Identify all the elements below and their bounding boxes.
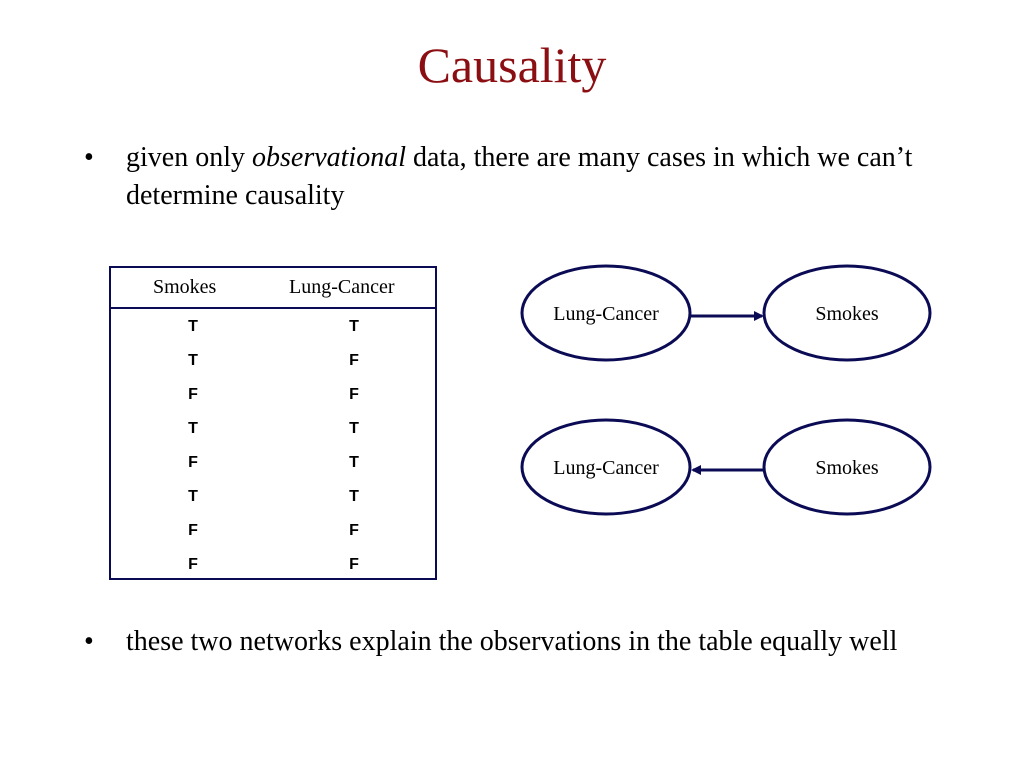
bullet-dot: • (84, 626, 94, 657)
cell-smokes: T (188, 318, 198, 335)
node-label-smokes-2: Smokes (815, 457, 879, 479)
cell-lung-cancer: F (349, 522, 359, 539)
cell-smokes: F (188, 556, 198, 573)
node-smokes-1 (762, 264, 932, 362)
cell-smokes: T (188, 488, 198, 505)
network-1: Lung-Cancer Smokes (520, 264, 932, 362)
cell-lung-cancer: T (349, 318, 359, 335)
cell-lung-cancer: T (349, 420, 359, 437)
bullet-networks: • these two networks explain the observa… (84, 623, 914, 661)
cell-lung-cancer: T (349, 488, 359, 505)
header-lung-cancer: Lung-Cancer (289, 276, 395, 298)
node-label-lung-cancer-2: Lung-Cancer (553, 457, 659, 479)
cell-lung-cancer: F (349, 352, 359, 369)
node-lung-cancer-1 (520, 264, 692, 362)
slide-title: Causality (417, 37, 607, 93)
node-lung-cancer-2 (520, 418, 692, 516)
cell-lung-cancer: T (349, 454, 359, 471)
bullet-dot: • (84, 142, 94, 173)
cell-lung-cancer: F (349, 386, 359, 403)
cell-smokes: F (188, 522, 198, 539)
cell-lung-cancer: F (349, 556, 359, 573)
bullet-text: these two networks explain the observati… (126, 626, 898, 657)
cell-smokes: F (188, 386, 198, 403)
cell-smokes: F (188, 454, 198, 471)
node-label-smokes-1: Smokes (815, 303, 879, 325)
cell-smokes: T (188, 420, 198, 437)
cell-smokes: T (188, 352, 198, 369)
network-2: Lung-Cancer Smokes (520, 418, 932, 516)
bullet-observational: • given only observational data, there a… (84, 139, 914, 215)
bullet-text-italic: observational (252, 142, 406, 173)
node-label-lung-cancer-1: Lung-Cancer (553, 303, 659, 325)
bullet-text-before: given only (126, 142, 252, 173)
bullet-text-after: data, there are many cases in which we c… (126, 142, 913, 211)
bullet-text: given only observational data, there are… (126, 139, 914, 215)
node-smokes-2 (762, 418, 932, 516)
header-smokes: Smokes (153, 276, 217, 298)
table-header: Smokes Lung-Cancer (111, 268, 435, 309)
